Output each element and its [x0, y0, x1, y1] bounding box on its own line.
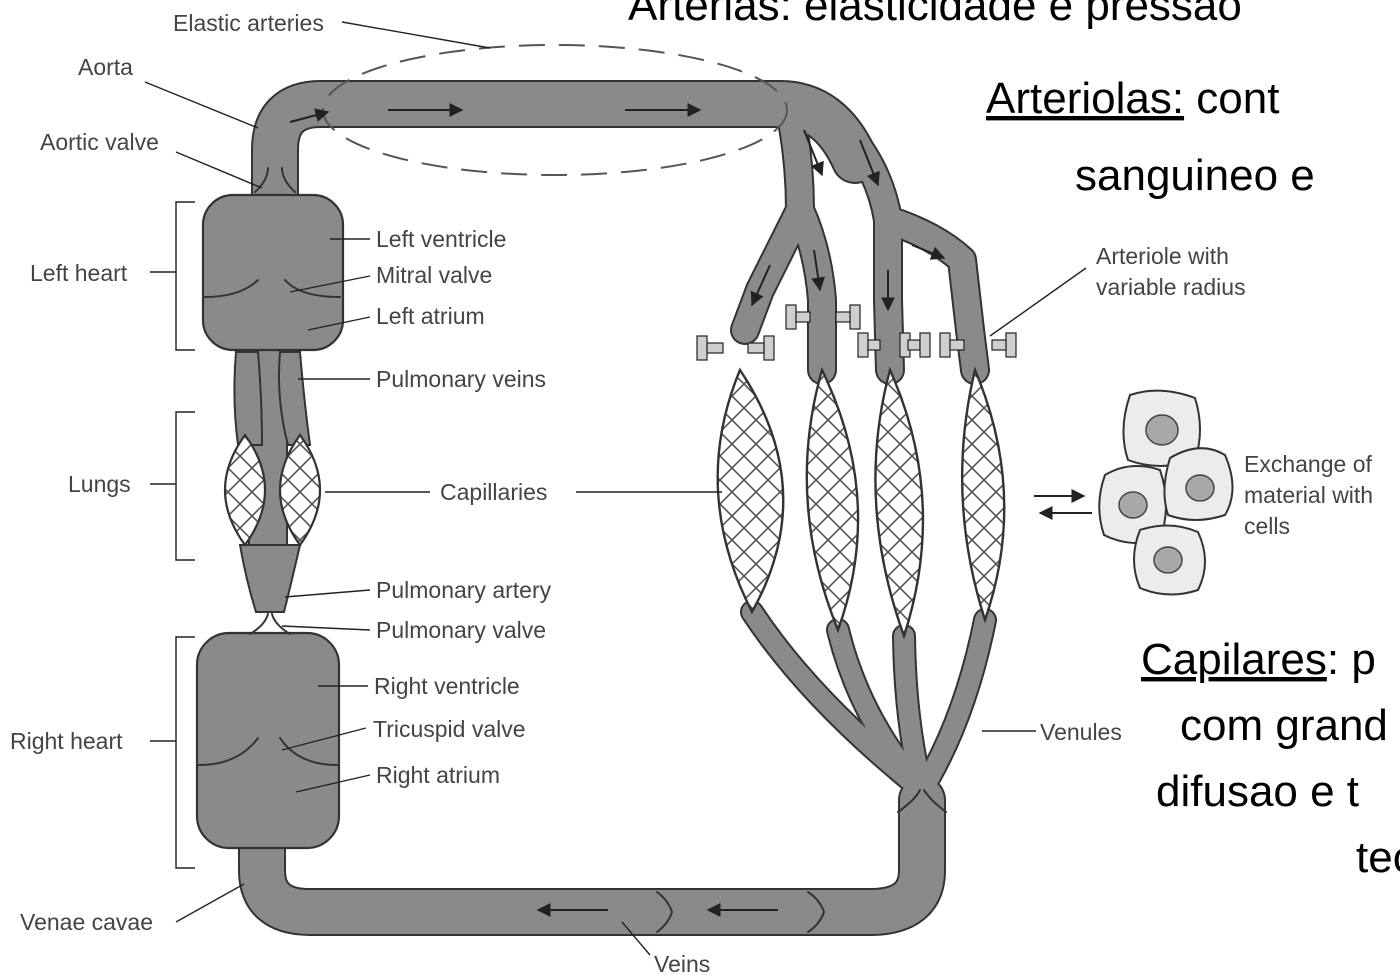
label-right-ventricle: Right ventricle — [374, 673, 520, 699]
label-aorta: Aorta — [78, 54, 133, 80]
capillary-bed-1 — [718, 370, 784, 612]
label-arteriole-line2: variable radius — [1096, 274, 1246, 300]
pulmonary-valve-leaflets — [250, 614, 290, 634]
capillary-bed-4 — [962, 370, 1004, 620]
label-pulmonary-artery: Pulmonary artery — [376, 577, 552, 603]
label-left-heart: Left heart — [30, 260, 128, 286]
capilares-rest: : p — [1327, 635, 1376, 684]
capillary-bed-2 — [807, 370, 858, 630]
label-capillaries: Capillaries — [440, 479, 547, 505]
label-mitral-valve: Mitral valve — [376, 262, 492, 288]
label-exchange-line2: material with — [1244, 482, 1373, 508]
label-lungs: Lungs — [68, 471, 131, 497]
right-heart-bracket — [176, 637, 195, 868]
label-venules: Venules — [1040, 719, 1122, 745]
capilares-line3: difusao e t — [1156, 767, 1359, 816]
pulmonary-artery-shape — [240, 545, 300, 612]
tissue-cells — [1099, 391, 1232, 595]
left-heart-bracket — [176, 202, 195, 350]
label-elastic-arteries: Elastic arteries — [173, 10, 324, 36]
arteriolas-line2: sanguineo e — [1075, 151, 1315, 200]
region-brackets — [150, 202, 195, 868]
label-exchange-line1: Exchange of — [1244, 451, 1372, 477]
arteriolas-rest: cont — [1184, 74, 1279, 123]
lungs-bracket — [176, 412, 195, 560]
capilares-term: Capilares — [1141, 635, 1327, 684]
arteriolas-line: Arteriolas: cont — [986, 74, 1279, 123]
label-left-ventricle: Left ventricle — [376, 226, 506, 252]
label-pulmonary-veins: Pulmonary veins — [376, 366, 546, 392]
label-left-atrium: Left atrium — [376, 303, 485, 329]
label-aortic-valve: Aortic valve — [40, 129, 159, 155]
slide-title: Arterias: elasticidade e pressão — [628, 0, 1242, 30]
label-right-heart: Right heart — [10, 728, 123, 754]
capilares-line4: tec — [1356, 833, 1400, 882]
arteriolas-term: Arteriolas: — [986, 74, 1184, 123]
label-pulmonary-valve: Pulmonary valve — [376, 617, 546, 643]
label-tricuspid-valve: Tricuspid valve — [373, 716, 526, 742]
label-right-atrium: Right atrium — [376, 762, 500, 788]
systemic-capillary-beds — [718, 370, 1005, 636]
capilares-line2: com grand — [1180, 701, 1388, 750]
capillary-bed-3 — [875, 370, 923, 636]
capilares-line: Capilares: p — [1141, 635, 1376, 684]
label-exchange-line3: cells — [1244, 513, 1290, 539]
label-venae-cavae: Venae cavae — [20, 909, 153, 935]
label-veins: Veins — [654, 951, 710, 975]
label-arteriole-line1: Arteriole with — [1096, 243, 1229, 269]
